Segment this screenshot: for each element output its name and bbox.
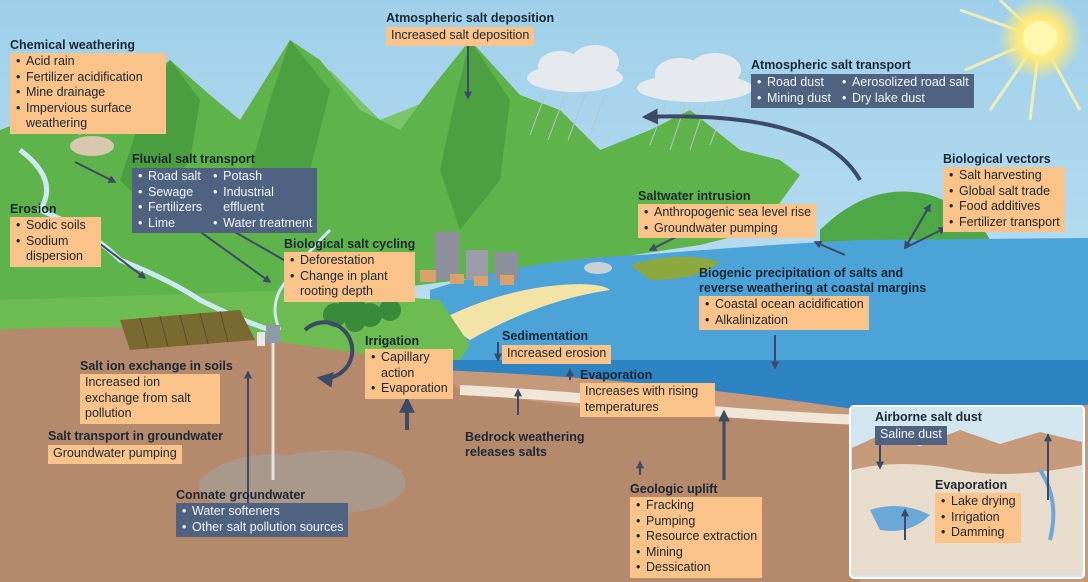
label-title: Sedimentation	[502, 329, 611, 344]
label-item: Increases with rising temperatures	[580, 383, 715, 417]
label-item: Road salt	[137, 169, 202, 185]
label-item: Sodic soils	[15, 218, 96, 234]
label-biological-vectors: Biological vectors Salt harvesting Globa…	[943, 152, 1065, 232]
label-item: Potash	[212, 169, 312, 185]
label-item: Increased erosion	[507, 346, 606, 360]
label-item: Salt harvesting	[948, 168, 1060, 184]
label-title: Atmospheric salt transport	[751, 58, 974, 73]
label-title: Evaporation	[580, 368, 715, 383]
label-title: Salt ion exchange in soils	[80, 359, 233, 374]
label-item: Pumping	[635, 514, 757, 530]
label-title: Fluvial salt transport	[132, 152, 317, 167]
label-atmospheric-transport: Atmospheric salt transport Road dust Min…	[751, 58, 974, 108]
label-saltwater-intrusion: Saltwater intrusion Anthropogenic sea le…	[638, 189, 816, 238]
label-item: Other salt pollution sources	[181, 520, 343, 536]
label-evaporation-lake: Evaporation Lake drying Irrigation Dammi…	[935, 478, 1021, 543]
label-item: Lime	[137, 216, 202, 232]
label-item: Food additives	[948, 199, 1060, 215]
label-groundwater-transport: Salt transport in groundwater Groundwate…	[48, 429, 223, 464]
label-title: Salt transport in groundwater	[48, 429, 223, 444]
label-biological-cycling: Biological salt cycling Deforestation Ch…	[284, 237, 415, 302]
label-item: Water treatment	[212, 216, 312, 232]
label-item: Fertilizer transport	[948, 215, 1060, 231]
label-item: Fertilizer acidification	[15, 70, 161, 86]
label-title: Bedrock weathering releases salts	[465, 430, 605, 460]
label-item: Mine drainage	[15, 85, 161, 101]
label-item: Acid rain	[15, 54, 161, 70]
label-item: Alkalinization	[704, 313, 864, 329]
label-geologic-uplift: Geologic uplift Fracking Pumping Resourc…	[630, 482, 762, 578]
label-bedrock-weathering: Bedrock weathering releases salts	[465, 430, 605, 460]
water-treatment-tank	[584, 262, 612, 274]
label-title: Atmospheric salt deposition	[386, 11, 554, 26]
label-salt-ion-exchange: Salt ion exchange in soils Increased ion…	[80, 359, 233, 424]
label-item: Fracking	[635, 498, 757, 514]
label-title: Biological vectors	[943, 152, 1065, 167]
label-item: Aerosolized road salt	[841, 75, 969, 91]
label-title: Geologic uplift	[630, 482, 762, 497]
label-item: Sewage	[137, 185, 202, 201]
label-title: Irrigation	[365, 334, 453, 349]
label-item: Saline dust	[880, 427, 942, 441]
label-title: Connate groundwater	[176, 488, 348, 503]
label-item: Change in plant rooting depth	[289, 269, 410, 300]
label-connate-groundwater: Connate groundwater Water softeners Othe…	[176, 488, 348, 537]
label-item: Impervious surface weathering	[15, 101, 161, 132]
quarry	[70, 136, 114, 156]
label-item: Increased ion exchange from salt polluti…	[80, 374, 220, 424]
label-item: Deforestation	[289, 253, 410, 269]
label-item: Evaporation	[370, 381, 448, 397]
label-item: Mining dust	[756, 91, 831, 107]
label-title: Erosion	[10, 202, 101, 217]
label-item: Road dust	[756, 75, 831, 91]
well-house	[266, 325, 280, 343]
label-sedimentation: Sedimentation Increased erosion	[502, 329, 611, 364]
label-airborne-salt-dust: Airborne salt dust Saline dust	[875, 410, 982, 445]
label-biogenic-precipitation: Biogenic precipitation of salts and reve…	[699, 266, 949, 330]
label-fluvial-transport: Fluvial salt transport Road salt Sewage …	[132, 152, 317, 233]
label-erosion: Erosion Sodic soils Sodium dispersion	[10, 202, 101, 267]
label-item: Lake drying	[940, 494, 1016, 510]
label-title: Biogenic precipitation of salts and reve…	[699, 266, 949, 296]
label-item: Dessication	[635, 560, 757, 576]
label-chemical-weathering: Chemical weathering Acid rain Fertilizer…	[10, 38, 166, 134]
label-title: Saltwater intrusion	[638, 189, 816, 204]
label-item: Mining	[635, 545, 757, 561]
label-title: Airborne salt dust	[875, 410, 982, 425]
label-item: Global salt trade	[948, 184, 1060, 200]
well-tank	[257, 332, 265, 346]
label-item: Groundwater pumping	[643, 221, 811, 237]
label-item: Groundwater pumping	[53, 446, 177, 460]
label-item: Sodium dispersion	[15, 234, 96, 265]
label-item: Water softeners	[181, 504, 343, 520]
label-title: Biological salt cycling	[284, 237, 415, 252]
label-item: Damming	[940, 525, 1016, 541]
label-atmospheric-deposition: Atmospheric salt deposition Increased sa…	[386, 11, 554, 46]
label-item: Capillary action	[370, 350, 436, 381]
label-title: Evaporation	[935, 478, 1021, 493]
label-item: Anthropogenic sea level rise	[643, 205, 811, 221]
label-irrigation: Irrigation Capillary action Evaporation	[365, 334, 453, 399]
label-item: Fertilizers	[137, 200, 202, 216]
label-item: Industrial effluent	[212, 185, 289, 216]
label-item: Increased salt deposition	[391, 28, 529, 42]
label-item: Dry lake dust	[841, 91, 969, 107]
label-item: Irrigation	[940, 510, 1016, 526]
label-evaporation-ocean: Evaporation Increases with rising temper…	[580, 368, 715, 417]
label-title: Chemical weathering	[10, 38, 166, 53]
label-item: Resource extraction	[635, 529, 757, 545]
label-item: Coastal ocean acidification	[704, 297, 864, 313]
